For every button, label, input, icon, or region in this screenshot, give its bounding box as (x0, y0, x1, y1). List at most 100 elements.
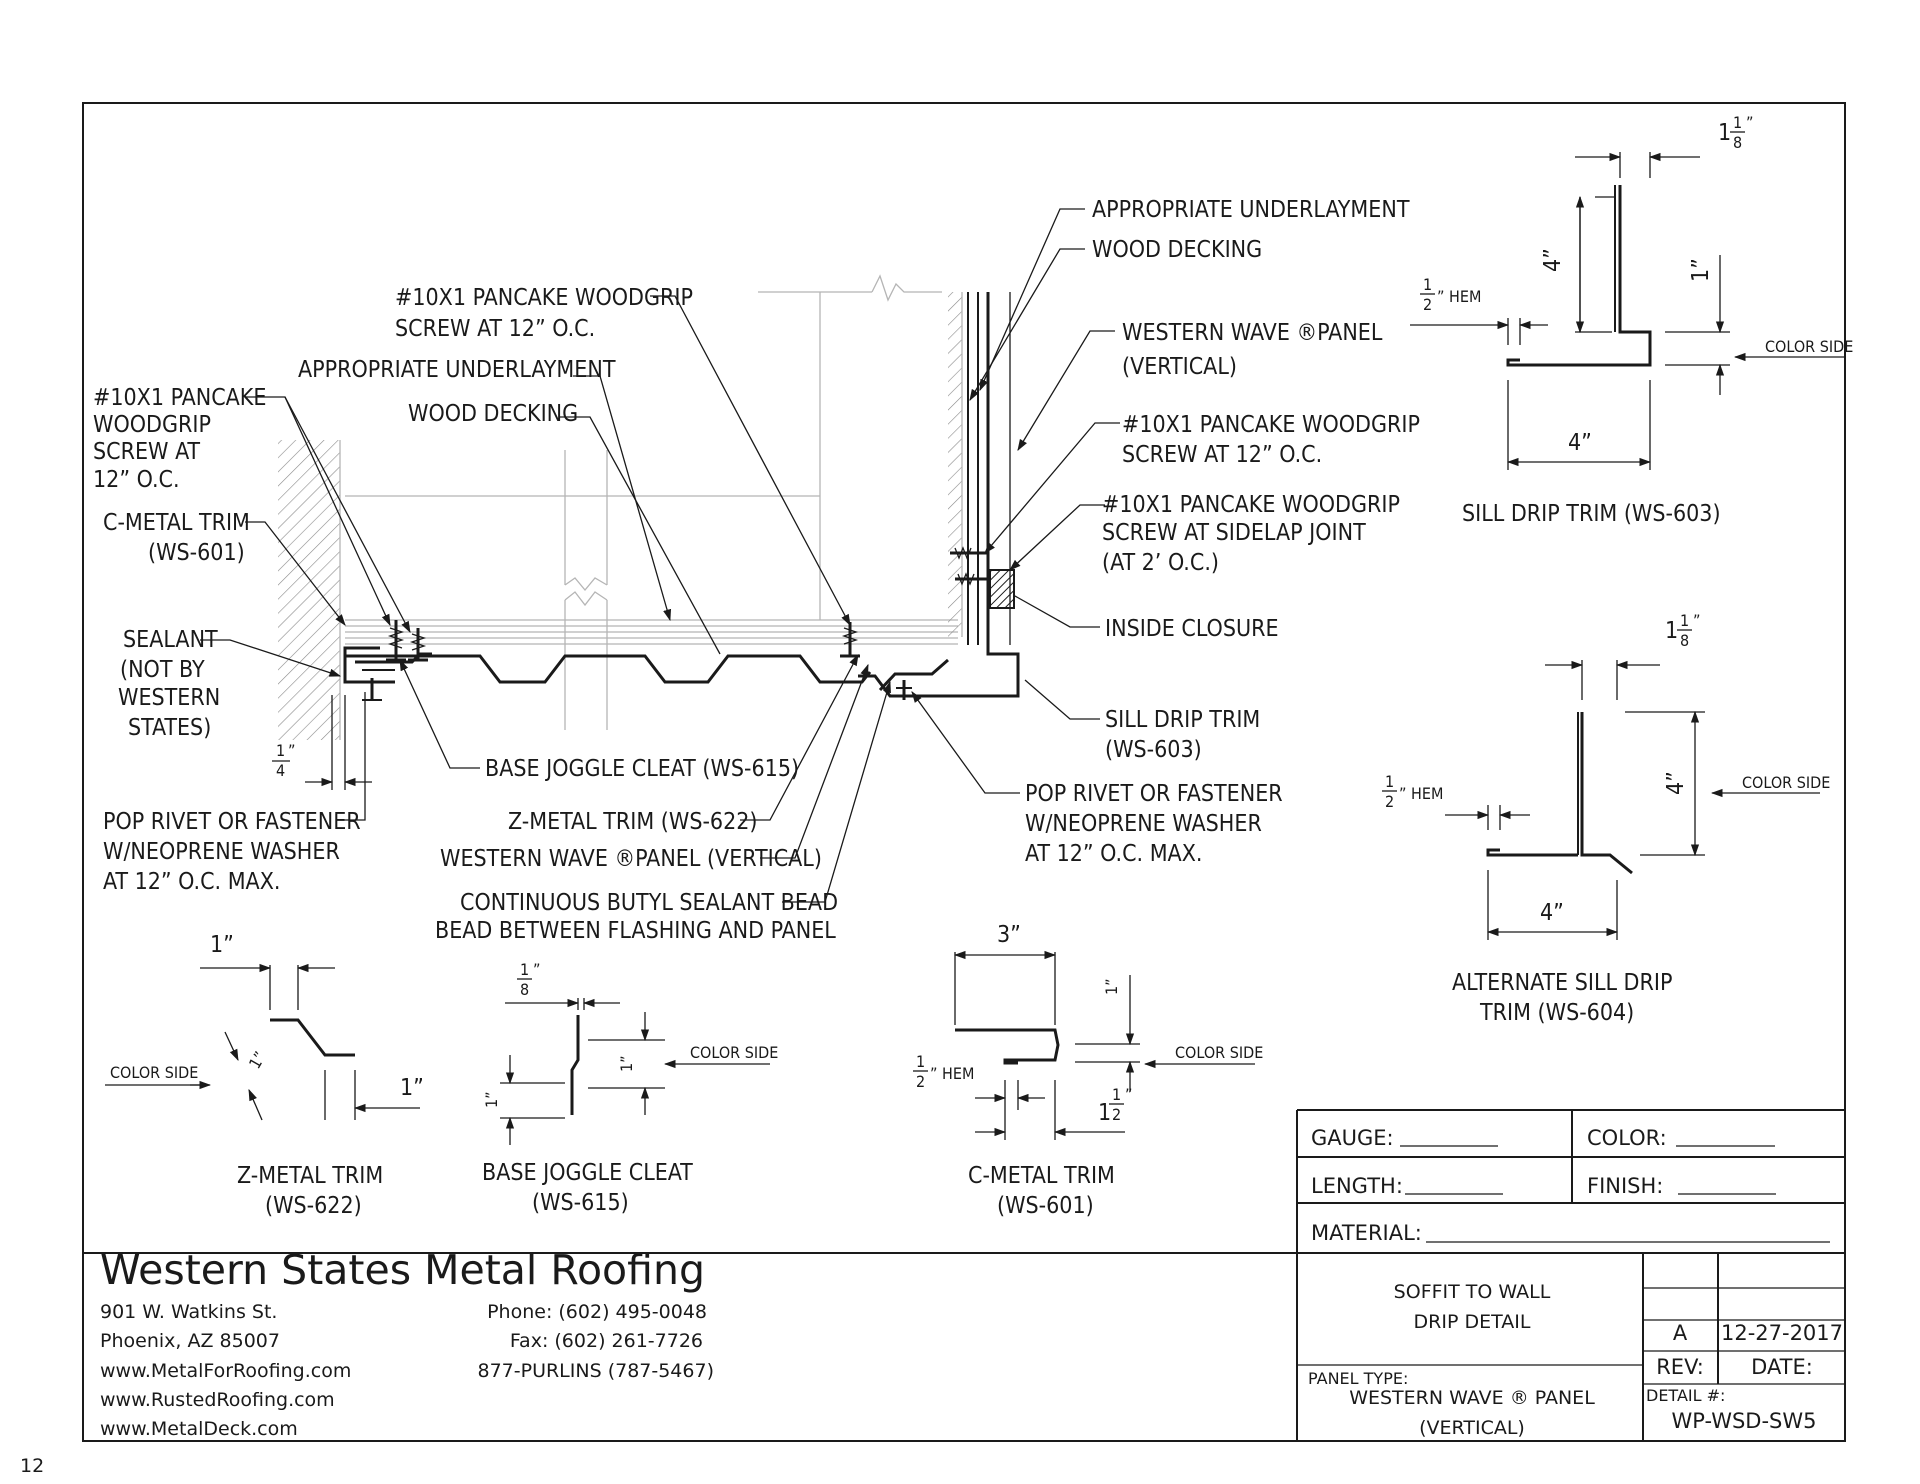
z-color-side: COLOR SIDE (110, 1063, 198, 1082)
company-web-1: www.MetalForRoofing.com (100, 1360, 351, 1382)
dim-quarter-num: 1 (276, 741, 285, 760)
cmetal-dim-bottom-whole: 1 (1098, 1100, 1111, 1126)
alt-dim-vert: 4” (1663, 771, 1689, 795)
z-dim-right: 1” (400, 1075, 424, 1101)
label-pop-rivet-right-1: POP RIVET OR FASTENER (1025, 781, 1283, 807)
label-base-joggle-cleat: BASE JOGGLE CLEAT (WS-615) (485, 756, 799, 782)
alt-hem-num: 1 (1385, 772, 1394, 791)
title-block (83, 1109, 1845, 1441)
joggle-title-1: BASE JOGGLE CLEAT (482, 1160, 693, 1186)
rev-value: A (1673, 1321, 1688, 1345)
sheet-border (82, 102, 1846, 1442)
sill-detail-title: SILL DRIP TRIM (WS-603) (1462, 501, 1721, 527)
alt-color-side: COLOR SIDE (1742, 773, 1830, 792)
alt-hem-den: 2 (1385, 792, 1394, 811)
base-joggle-cleat-detail: 1 8 ” 1” 1” COLOR SIDE BASE JOGGLE CLEAT… (482, 960, 778, 1216)
drawing-title-1: SOFFIT TO WALL (1394, 1281, 1551, 1303)
joggle-dim-left: 1” (482, 1091, 501, 1108)
sill-color-side: COLOR SIDE (1765, 337, 1853, 356)
label-screw-left-3: SCREW AT (93, 439, 200, 465)
alt-sill-drip-detail: 1 1 8 ” 4” 1 2 ” HEM COLOR SIDE 4” ALTER… (1382, 611, 1830, 1026)
alt-dim-top-inch: ” (1693, 611, 1700, 630)
z-dim-top: 1” (210, 932, 234, 958)
label-sealant-2: (NOT BY (120, 657, 205, 683)
sill-hem-den: 2 (1423, 295, 1432, 314)
main-detail: APPROPRIATE UNDERLAYMENT WOOD DECKING WE… (93, 197, 1420, 944)
cmetal-color-side: COLOR SIDE (1175, 1043, 1263, 1062)
cmetal-dim-bottom-num: 1 (1112, 1085, 1121, 1104)
label-pop-rivet-right-2: W/NEOPRENE WASHER (1025, 811, 1262, 837)
date-label: DATE: (1751, 1355, 1813, 1379)
label-pop-rivet-right-3: AT 12” O.C. MAX. (1025, 841, 1202, 867)
soffit-panel (345, 654, 872, 684)
cmetal-hem-den: 2 (916, 1072, 925, 1091)
gauge-label: GAUGE: (1311, 1126, 1394, 1150)
label-sealant-4: STATES) (128, 715, 211, 741)
sill-dim-top-den: 8 (1733, 133, 1742, 152)
label-decking-top: WOOD DECKING (1092, 237, 1262, 263)
left-wall-hatch (278, 440, 340, 740)
sill-dim-top-num: 1 (1733, 113, 1742, 132)
label-decking-left: WOOD DECKING (408, 401, 578, 427)
dim-quarter-inch: ” (288, 741, 295, 760)
z-dim-diag: 1” (245, 1048, 270, 1072)
cmetal-hem-label: ” HEM (930, 1064, 974, 1083)
label-z-metal-trim: Z-METAL TRIM (WS-622) (508, 809, 758, 835)
color-label: COLOR: (1587, 1126, 1667, 1150)
alt-title-1: ALTERNATE SILL DRIP (1452, 970, 1672, 996)
sill-drip-main (858, 292, 1020, 698)
sill-dim-top-whole: 1 (1718, 120, 1731, 146)
alt-hem-label: ” HEM (1399, 784, 1443, 803)
joggle-dim-right: 1” (617, 1055, 636, 1072)
joggle-frac-inch: ” (533, 960, 540, 979)
c-metal-trim-main (343, 646, 395, 684)
sill-hem-label: ” HEM (1437, 287, 1481, 306)
alt-title-2: TRIM (WS-604) (1479, 1000, 1634, 1026)
label-underlayment-left: APPROPRIATE UNDERLAYMENT (298, 357, 616, 383)
dim-quarter-den: 4 (276, 761, 285, 780)
sill-hem-num: 1 (1423, 275, 1432, 294)
alt-dim-bottom: 4” (1540, 900, 1564, 926)
alt-dim-top-num: 1 (1680, 611, 1689, 630)
date-value: 12-27-2017 (1721, 1321, 1843, 1345)
label-screw-left-4: 12” O.C. (93, 467, 180, 493)
label-sidelap-screw-1: #10X1 PANCAKE WOODGRIP (1102, 492, 1400, 518)
cmetal-title-2: (WS-601) (997, 1193, 1094, 1219)
cmetal-hem-num: 1 (916, 1052, 925, 1071)
z-title-2: (WS-622) (265, 1193, 362, 1219)
joggle-frac-num: 1 (520, 960, 529, 979)
framing-lines (345, 274, 958, 730)
detail-number-value: WP-WSD-SW5 (1672, 1409, 1817, 1433)
z-title-1: Z-METAL TRIM (237, 1163, 383, 1189)
sill-dim-top-inch: ” (1746, 113, 1753, 132)
drawing-title-2: DRIP DETAIL (1414, 1311, 1531, 1333)
company-phone: Phone: (602) 495-0048 (487, 1301, 707, 1323)
label-underlayment-top: APPROPRIATE UNDERLAYMENT (1092, 197, 1410, 223)
length-label: LENGTH: (1311, 1174, 1403, 1198)
label-sealant-1: SEALANT (123, 627, 218, 653)
detail-number-label: DETAIL #: (1646, 1386, 1725, 1405)
label-pop-rivet-left-3: AT 12” O.C. MAX. (103, 869, 280, 895)
callout-leaders (200, 208, 1120, 903)
joggle-frac-den: 8 (520, 980, 529, 999)
cmetal-dim-bottom-inch: ” (1125, 1085, 1132, 1104)
label-c-metal-trim-1: C-METAL TRIM (103, 510, 250, 536)
label-c-metal-trim-2: (WS-601) (148, 540, 245, 566)
joggle-title-2: (WS-615) (532, 1190, 629, 1216)
label-inside-closure: INSIDE CLOSURE (1105, 616, 1279, 642)
label-sidelap-screw-3: (AT 2’ O.C.) (1102, 550, 1219, 576)
cmetal-dim-bottom-den: 2 (1112, 1105, 1121, 1124)
cmetal-dim-top: 3” (997, 922, 1021, 948)
panel-type-2: (VERTICAL) (1419, 1417, 1525, 1439)
company-address-1: 901 W. Watkins St. (100, 1301, 277, 1323)
alt-dim-top-whole: 1 (1665, 618, 1678, 644)
label-screw-left-2: WOODGRIP (93, 412, 211, 438)
label-sealant-3: WESTERN (118, 685, 220, 711)
label-pop-rivet-left-1: POP RIVET OR FASTENER (103, 809, 361, 835)
panel-type-1: WESTERN WAVE ® PANEL (1349, 1387, 1595, 1409)
label-butyl-sealant-2: BEAD BETWEEN FLASHING AND PANEL (435, 918, 836, 944)
sill-dim-bottom: 4” (1568, 430, 1592, 456)
label-butyl-sealant-1: CONTINUOUS BUTYL SEALANT BEAD (460, 890, 838, 916)
c-metal-trim-detail: 3” 1” COLOR SIDE 1 2 ” HEM 1 1 2 ” C-MET… (913, 922, 1263, 1219)
